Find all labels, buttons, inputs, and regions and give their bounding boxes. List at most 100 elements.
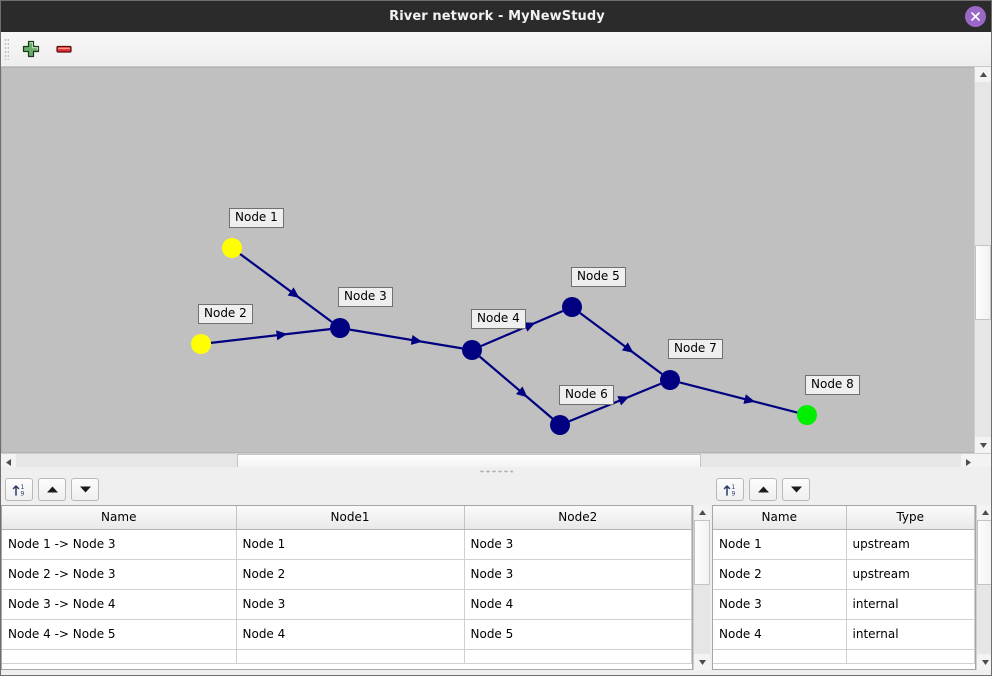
table-cell[interactable]: Node 3 (464, 559, 692, 590)
reaches-scroll-down-button[interactable] (694, 655, 710, 670)
edge-line[interactable] (478, 355, 554, 420)
graph-node-label[interactable]: Node 7 (668, 339, 723, 359)
column-header[interactable]: Name (2, 506, 237, 530)
table-cell[interactable]: Node 2 (713, 559, 847, 590)
table-cell[interactable]: upstream (846, 559, 975, 590)
table-cell[interactable]: Node 4 (464, 589, 692, 620)
graph-node-label[interactable]: Node 5 (571, 267, 626, 287)
canvas-scroll-left-button[interactable] (1, 454, 16, 470)
table-cell[interactable]: Node 4 (713, 619, 847, 650)
reaches-move-up-button[interactable] (38, 478, 66, 501)
window-title: River network - MyNewStudy (389, 9, 605, 24)
edge-line[interactable] (579, 312, 663, 375)
edge-arrowhead (276, 330, 288, 341)
table-cell[interactable]: Node 1 (236, 529, 465, 560)
table-cell[interactable]: Node 1 (713, 529, 847, 560)
table-cell[interactable]: Node 3 -> Node 4 (2, 589, 237, 620)
column-header[interactable]: Node1 (236, 506, 465, 530)
sort-ascending-icon: 1 9 (723, 484, 736, 497)
graph-node-label[interactable]: Node 4 (471, 309, 526, 329)
network-diagram-canvas[interactable]: Node 1 Node 2 Node 3 Node 4 Node 5 Node 6 Node… (1, 67, 991, 453)
graph-node[interactable] (550, 415, 570, 435)
horizontal-splitter[interactable] (1, 467, 991, 475)
close-icon[interactable] (965, 6, 986, 27)
reaches-vertical-scrollbar[interactable] (693, 505, 710, 670)
graph-node[interactable] (562, 297, 582, 317)
table-cell-empty[interactable] (464, 649, 692, 664)
graph-node-label[interactable]: Node 2 (198, 304, 253, 324)
table-cell-empty[interactable] (236, 649, 465, 664)
table-cell[interactable]: Node 4 (236, 619, 465, 650)
canvas-v-thumb[interactable] (975, 245, 991, 320)
canvas-horizontal-scrollbar[interactable] (1, 453, 991, 470)
table-cell[interactable]: upstream (846, 529, 975, 560)
table-row-empty[interactable] (2, 649, 692, 664)
nodes-vertical-scrollbar[interactable] (976, 505, 991, 670)
table-cell-empty[interactable] (846, 649, 975, 664)
table-cell[interactable]: Node 2 (236, 559, 465, 590)
table-cell[interactable]: Node 5 (464, 619, 692, 650)
table-cell[interactable]: internal (846, 589, 975, 620)
graph-node[interactable] (660, 370, 680, 390)
nodes-scroll-down-button[interactable] (977, 655, 991, 670)
nodes-sort-button[interactable]: 1 9 (716, 478, 744, 501)
graph-node[interactable] (462, 340, 482, 360)
reaches-scroll-up-button[interactable] (694, 505, 710, 520)
table-cell[interactable]: Node 1 -> Node 3 (2, 529, 237, 560)
column-header[interactable]: Name (713, 506, 847, 530)
canvas-vertical-scrollbar[interactable] (974, 67, 991, 453)
edge-line[interactable] (679, 381, 798, 414)
graph-node[interactable] (222, 238, 242, 258)
graph-node-label[interactable]: Node 3 (338, 287, 393, 307)
graph-node-label[interactable]: Node 6 (559, 385, 614, 405)
table-cell-empty[interactable] (713, 649, 847, 664)
nodes-scroll-up-button[interactable] (977, 505, 991, 520)
table-cell[interactable]: Node 4 -> Node 5 (2, 619, 237, 650)
edge-line[interactable] (349, 328, 463, 350)
nodes-move-up-button[interactable] (749, 478, 777, 501)
move-up-icon (46, 486, 58, 493)
canvas-scroll-up-button[interactable] (975, 67, 991, 82)
canvas-scroll-right-button[interactable] (961, 454, 976, 470)
add-node-icon[interactable] (19, 38, 43, 60)
column-header[interactable]: Type (846, 506, 975, 530)
graph-node[interactable] (797, 405, 817, 425)
toolbar-grip[interactable] (4, 38, 9, 60)
edge-line[interactable] (568, 382, 662, 423)
minus-glyph (56, 45, 72, 53)
delete-node-icon[interactable] (52, 38, 76, 60)
table-cell-empty[interactable] (2, 649, 237, 664)
graph-node[interactable] (330, 318, 350, 338)
graph-node-label[interactable]: Node 8 (805, 375, 860, 395)
reaches-v-thumb[interactable] (694, 520, 710, 585)
table-cell[interactable]: Node 2 -> Node 3 (2, 559, 237, 590)
nodes-v-thumb[interactable] (977, 520, 991, 585)
table-cell[interactable]: Node 3 (236, 589, 465, 620)
column-header[interactable]: Node2 (464, 506, 692, 530)
reaches-sort-button[interactable]: 1 9 (5, 478, 33, 501)
edge-line[interactable] (210, 328, 331, 344)
table-cell[interactable]: Node 3 (713, 589, 847, 620)
graph-node[interactable] (191, 334, 211, 354)
table-row-empty[interactable] (713, 649, 975, 664)
reaches-move-down-button[interactable] (71, 478, 99, 501)
nodes-move-down-button[interactable] (782, 478, 810, 501)
table-cell[interactable]: Node 3 (464, 529, 692, 560)
edge-line[interactable] (239, 253, 333, 323)
graph-node-label[interactable]: Node 1 (229, 208, 284, 228)
canvas-scroll-down-button[interactable] (975, 438, 991, 453)
table-cell[interactable]: internal (846, 619, 975, 650)
